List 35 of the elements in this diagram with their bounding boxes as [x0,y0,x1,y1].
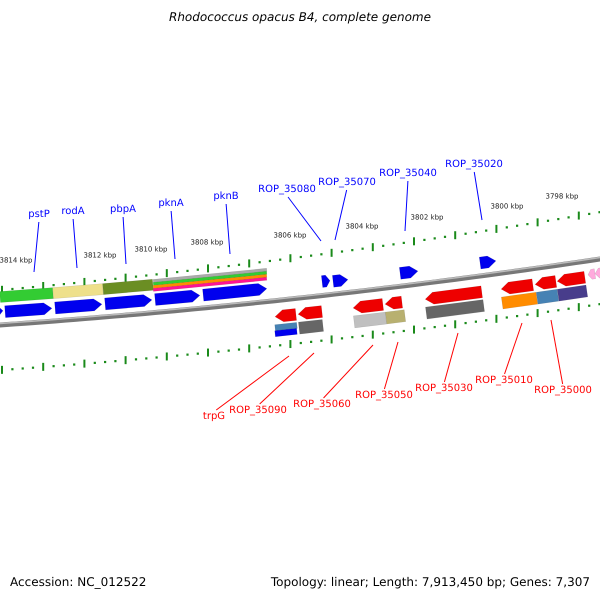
gene-label: ROP_35050 [355,390,413,402]
gene-label: rodA [61,206,85,218]
leader-line [334,190,348,240]
leader-line [404,180,408,232]
gene-label: trpG [202,411,226,423]
footer-text: Accession: NC_012522 [10,576,146,588]
gene-label: pstP [28,209,50,221]
leader-line [474,172,482,220]
leader-line [170,210,176,260]
leader-line [444,332,458,382]
leader-line [122,216,126,264]
leader-line [259,352,314,404]
gene-label: ROP_35090 [229,405,287,417]
gene-label: ROP_35030 [415,383,473,395]
footer-text: Topology: linear; Length: 7,913,450 bp; Genes: 7,307 [270,576,590,588]
leader-line [504,322,522,374]
leader-line [323,344,374,398]
gene-label: ROP_35000 [534,385,592,397]
gene-label: ROP_35070 [318,177,376,189]
gene-label: pbpA [110,204,136,216]
leader-line [34,222,40,272]
gene-label: ROP_35010 [475,375,533,387]
leader-line [288,196,322,242]
leader-line [72,218,78,268]
gene-label: ROP_35040 [379,168,437,180]
leader-line [226,204,230,254]
gene-label: ROP_35080 [258,184,316,196]
leader-line [550,320,564,384]
leader-line [384,342,398,390]
diagram-title: Rhodococcus opacus B4, complete genome [169,11,431,23]
leader-line [216,356,290,410]
gene-label: ROP_35060 [293,399,351,411]
gene-label: ROP_35020 [445,159,503,171]
gene-label: pknA [158,198,184,210]
gene-label: pknB [213,191,239,203]
